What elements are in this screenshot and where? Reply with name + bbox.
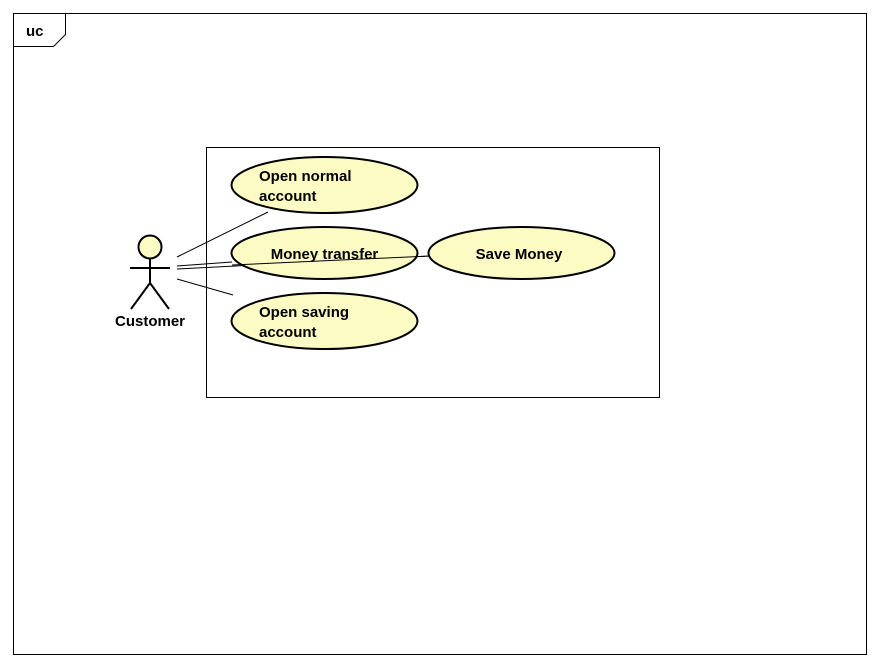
use-case-label: Money transfer [271,246,379,263]
use-case-ellipse [230,292,419,350]
actor-left-leg [130,282,151,310]
use-case-ellipse [230,226,419,280]
association-money-transfer [176,261,233,267]
association-open-normal-account [176,211,269,258]
actor-right-leg [149,282,170,310]
use-case-ellipse [230,156,419,214]
association-open-saving-account [176,278,234,296]
use-case-label-line-1: Open normal [259,168,352,185]
frame-label: uc [26,23,44,40]
use-case-label-line-1: Open saving [259,304,349,321]
use-case-label-line-2: account [259,324,317,341]
association-save-money-overlay [231,255,431,266]
use-case-money-transfer[interactable]: Money transfer [230,226,419,280]
use-case-save-money[interactable]: Save Money [427,226,616,280]
actor-label: Customer [115,313,185,330]
frame-label-tab [13,13,66,47]
use-case-open-saving-account[interactable]: Open saving account [230,292,419,350]
use-case-label-line-2: account [259,188,317,205]
actor-head [137,234,163,260]
use-case-ellipse [427,226,616,280]
actor-customer[interactable] [130,234,170,310]
use-case-label: Save Money [476,246,563,263]
use-case-open-normal-account[interactable]: Open normal account [230,156,419,214]
